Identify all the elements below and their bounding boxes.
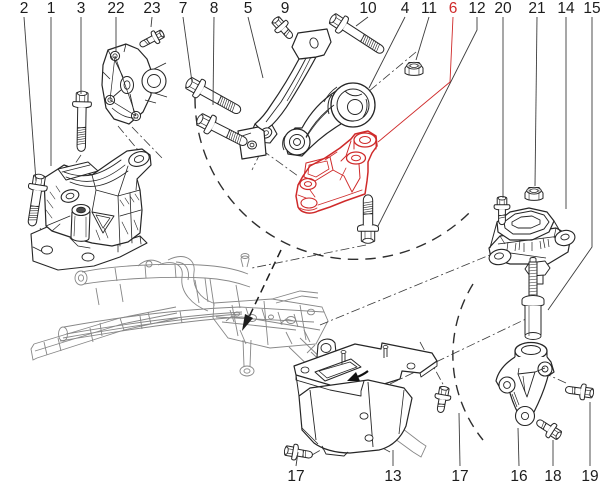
svg-text:22: 22 [107,0,124,17]
svg-text:2: 2 [20,0,29,17]
svg-text:9: 9 [281,0,290,17]
svg-text:21: 21 [528,0,545,17]
svg-text:10: 10 [359,0,377,17]
svg-text:3: 3 [77,0,86,17]
svg-text:11: 11 [421,0,437,17]
svg-text:12: 12 [468,0,485,17]
svg-text:7: 7 [179,0,188,17]
svg-text:16: 16 [510,468,527,485]
svg-text:15: 15 [583,0,600,17]
svg-text:13: 13 [384,468,401,485]
svg-text:5: 5 [244,0,253,17]
svg-text:17: 17 [287,468,304,485]
svg-text:23: 23 [143,0,160,17]
svg-text:18: 18 [544,468,561,485]
svg-text:1: 1 [47,0,56,17]
svg-text:17: 17 [451,468,468,485]
svg-text:19: 19 [581,468,598,485]
svg-text:6: 6 [449,0,458,17]
svg-text:4: 4 [401,0,410,17]
svg-text:20: 20 [494,0,512,17]
svg-text:8: 8 [210,0,219,17]
svg-text:14: 14 [557,0,575,17]
